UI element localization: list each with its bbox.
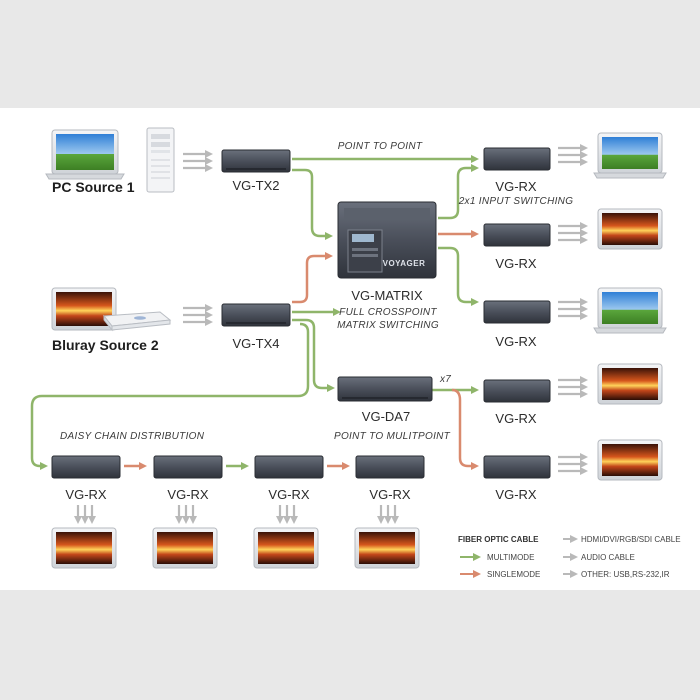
- vg-rx-daisy-1: [51, 455, 121, 479]
- display-daisy-3: [253, 527, 319, 569]
- display-3: [593, 287, 667, 334]
- display-daisy-1: [51, 527, 117, 569]
- signal-daisy-down-3: [276, 505, 298, 524]
- bluray-source-laptop: [51, 287, 117, 331]
- display-4: [597, 363, 663, 405]
- legend-title: FIBER OPTIC CABLE: [458, 535, 539, 544]
- network-diagram: PC Source 1 Bluray Source 2 VG-TX2 VG-TX…: [30, 127, 681, 579]
- legend-singlemode: SINGLEMODE: [487, 570, 540, 579]
- vg-rx-label-1: VG-RX: [495, 179, 537, 194]
- vg-rx-label-3: VG-RX: [495, 334, 537, 349]
- cable-tx4-matrix: [292, 252, 333, 304]
- legend-multimode: MULTIMODE: [487, 553, 534, 562]
- legend-other: OTHER: USB,RS-232,IR: [581, 570, 670, 579]
- vg-rx-daisy-2: [153, 455, 223, 479]
- bluray-player-icon: [103, 311, 172, 332]
- display-1: [593, 132, 667, 179]
- vg-rx-device-5: [483, 455, 551, 479]
- cable-daisy-chain: [30, 322, 310, 470]
- vg-rx-label-5: VG-RX: [495, 487, 537, 502]
- display-daisy-2: [152, 527, 218, 569]
- cable-matrix-rx3: [438, 246, 479, 306]
- display-2: [597, 208, 663, 250]
- signal-rx4-display: [558, 376, 588, 398]
- signal-daisy-down-2: [175, 505, 197, 524]
- vg-rx-daisy-3: [254, 455, 324, 479]
- cables: [30, 155, 479, 470]
- vg-da7-device: [337, 376, 433, 402]
- signal-bluray-tx4: [183, 304, 213, 326]
- signal-rx1-display: [558, 144, 588, 166]
- cable-matrix-rx1: [438, 164, 479, 220]
- pc-source-label: PC Source 1: [52, 179, 135, 195]
- note-point-to-point: POINT TO POINT: [338, 141, 423, 152]
- signal-rx3-display: [558, 298, 588, 320]
- note-crosspoint-2: MATRIX SWITCHING: [337, 320, 439, 331]
- note-multipoint: POINT TO MULITPOINT: [334, 431, 451, 442]
- legend-audio: AUDIO CABLE: [581, 553, 635, 562]
- note-crosspoint-1: FULL CROSSPOINT: [339, 307, 437, 318]
- diagram-canvas: PC Source 1 Bluray Source 2 VG-TX2 VG-TX…: [0, 108, 700, 590]
- vg-da7-label: VG-DA7: [362, 409, 410, 424]
- vg-tx2-label: VG-TX2: [233, 178, 280, 193]
- note-x7: x7: [439, 374, 451, 385]
- note-daisy-chain: DAISY CHAIN DISTRIBUTION: [60, 431, 205, 442]
- vg-tx4-label: VG-TX4: [233, 336, 280, 351]
- pc-tower-icon: [146, 127, 175, 193]
- vg-rx-daisy-label-2: VG-RX: [167, 487, 209, 502]
- vg-matrix-device: VOYAGER: [337, 201, 437, 279]
- vg-tx4-device: [221, 303, 291, 327]
- vg-rx-device-3: [483, 300, 551, 324]
- signal-rx2-display: [558, 222, 588, 244]
- vg-rx-label-4: VG-RX: [495, 411, 537, 426]
- signal-arrows: [74, 144, 588, 524]
- vg-rx-device-1: [483, 147, 551, 171]
- bluray-source-label: Bluray Source 2: [52, 337, 159, 353]
- vg-rx-daisy-label-3: VG-RX: [268, 487, 310, 502]
- display-5: [597, 439, 663, 481]
- vg-matrix-brand: VOYAGER: [383, 259, 426, 268]
- vg-tx2-device: [221, 149, 291, 173]
- vg-matrix-label: VG-MATRIX: [351, 288, 423, 303]
- vg-rx-daisy-label-4: VG-RX: [369, 487, 411, 502]
- vg-rx-daisy-4: [355, 455, 425, 479]
- display-daisy-4: [354, 527, 420, 569]
- note-input-switching: 2x1 INPUT SWITCHING: [458, 196, 574, 207]
- cable-tx2-matrix: [292, 168, 333, 240]
- pc-source-laptop: [45, 129, 125, 180]
- vg-rx-device-2: [483, 223, 551, 247]
- signal-rx5-display: [558, 453, 588, 475]
- cable-tx4-da7: [292, 318, 335, 392]
- vg-rx-daisy-label-1: VG-RX: [65, 487, 107, 502]
- legend: FIBER OPTIC CABLE MULTIMODE SINGLEMODE H…: [458, 535, 681, 579]
- vg-rx-label-2: VG-RX: [495, 256, 537, 271]
- cable-da7-rx5: [451, 388, 479, 470]
- signal-pc-tx2: [183, 150, 213, 172]
- vg-rx-device-4: [483, 379, 551, 403]
- legend-hdmi: HDMI/DVI/RGB/SDI CABLE: [581, 535, 681, 544]
- signal-daisy-down-1: [74, 505, 96, 524]
- signal-daisy-down-4: [377, 505, 399, 524]
